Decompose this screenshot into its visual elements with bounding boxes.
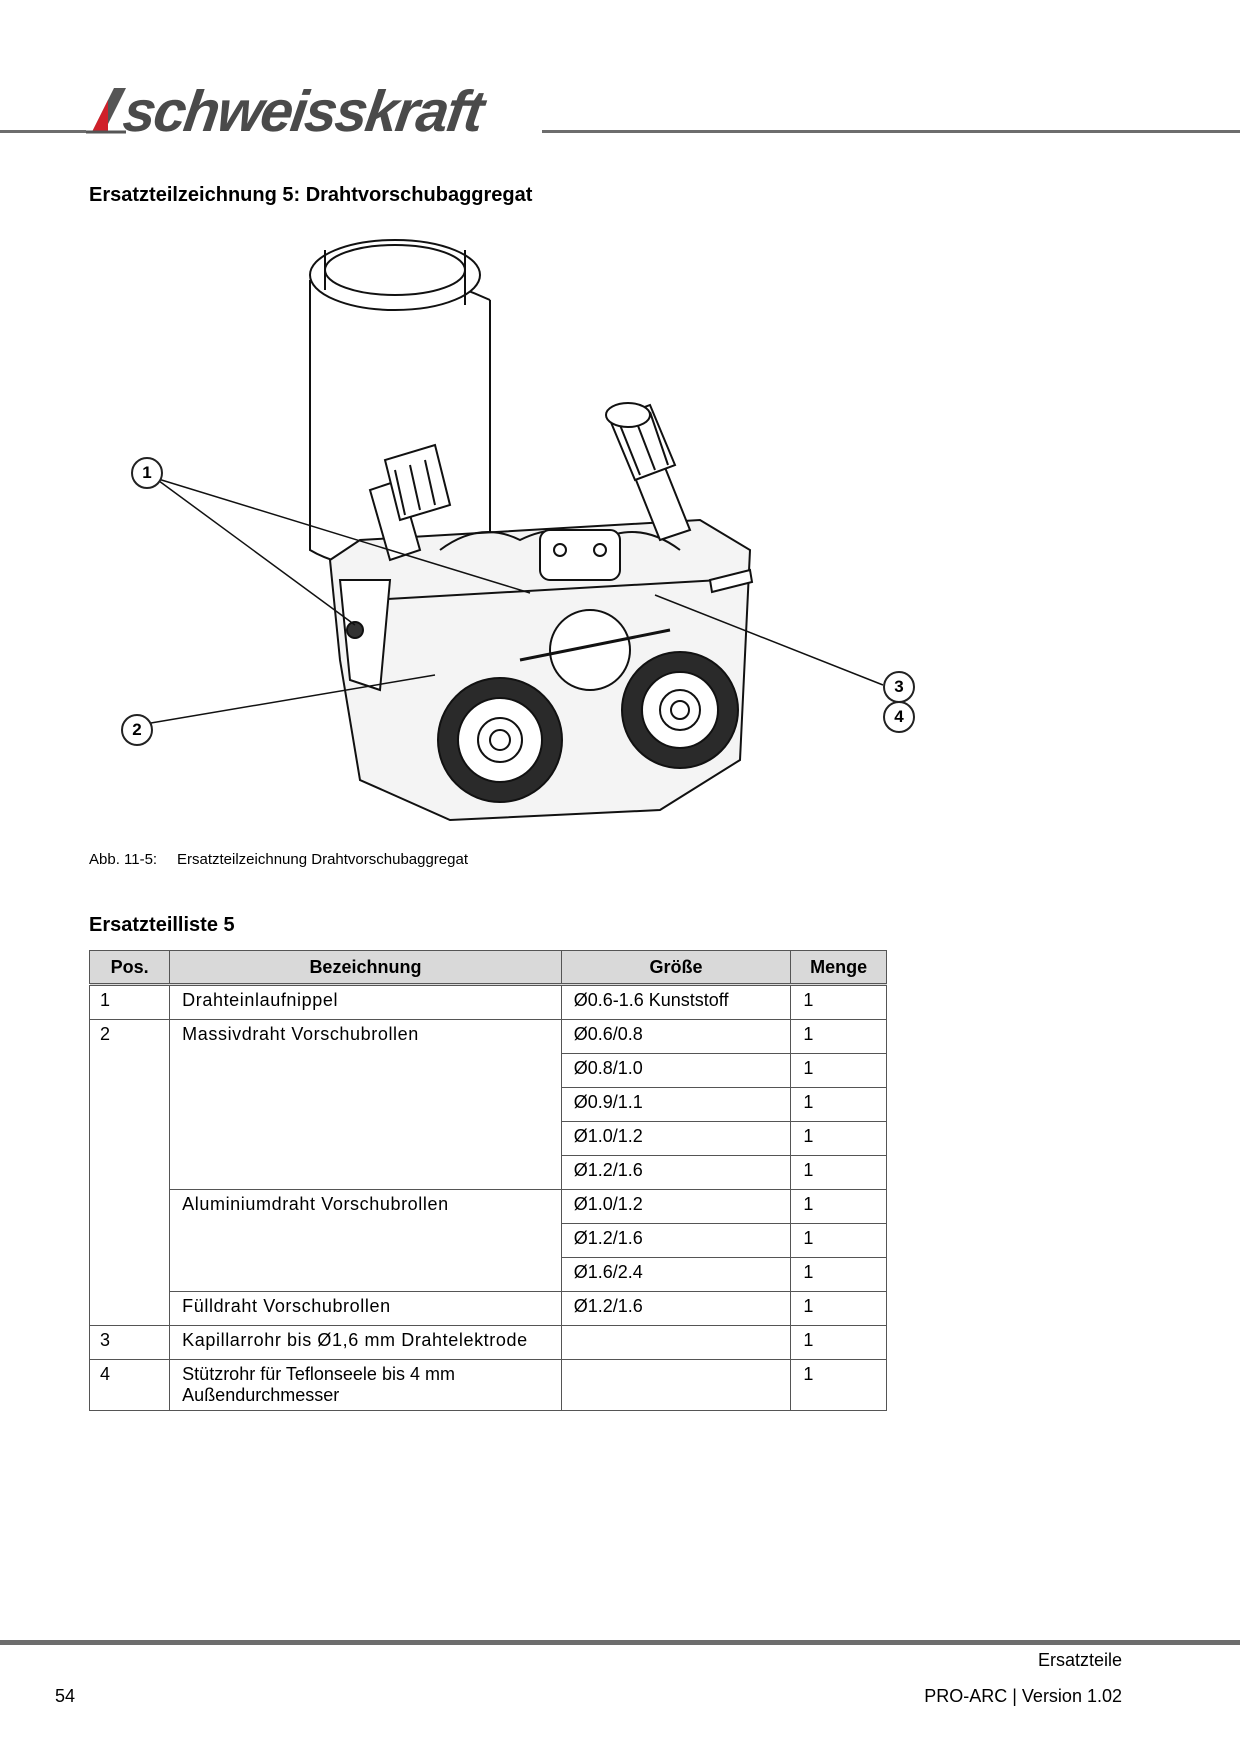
cell-size: Ø1.0/1.2: [560, 1121, 792, 1156]
brand-logo: schweisskraft: [86, 79, 542, 144]
cell-pos: 2: [88, 1019, 171, 1326]
callout-3: 3: [883, 671, 915, 703]
table-row: Ø1.2/1.6 1: [90, 1223, 887, 1258]
table-row: 3 Kapillarrohr bis Ø1,6 mm Drahtelektrod…: [88, 1325, 887, 1360]
cell-description: Stützrohr für Teflonseele bis 4 mm Außen…: [169, 1359, 562, 1411]
table-row: 1 Drahteinlaufnippel Ø0.6-1.6 Kunststoff…: [88, 984, 887, 1020]
caption-number: Abb. 11-5:: [89, 851, 158, 868]
cell-description: Massivdraht Vorschubrollen: [169, 1019, 562, 1190]
table-row: 4 Stützrohr für Teflonseele bis 4 mm Auß…: [88, 1359, 887, 1411]
cell-description: Drahteinlaufnippel: [169, 984, 562, 1020]
column-header-pos: Pos.: [88, 950, 171, 986]
callout-1: 1: [131, 457, 163, 489]
cell-quantity: 1: [790, 1121, 887, 1156]
header-rule: [0, 130, 1240, 133]
logo-mark-icon: [86, 88, 126, 134]
footer-section-name: Ersatzteile: [1037, 1650, 1122, 1670]
page-number: 54: [55, 1686, 76, 1706]
cell-quantity: 1: [790, 1087, 887, 1122]
cell-size: Ø1.2/1.6: [560, 1291, 792, 1326]
parts-table: Pos. Bezeichnung Größe Menge 1 Drahteinl…: [88, 950, 887, 1411]
footer-product-version: PRO-ARC | Version 1.02: [924, 1686, 1122, 1706]
cell-description: Fülldraht Vorschubrollen: [169, 1291, 562, 1326]
cell-quantity: 1: [790, 1257, 887, 1292]
table-row: 2 Massivdraht Vorschubrollen Ø0.6/0.8 1: [88, 1019, 887, 1326]
cell-quantity: 1: [790, 1325, 887, 1360]
cell-size: Ø0.6-1.6 Kunststoff: [560, 984, 792, 1020]
cell-quantity: 1: [790, 984, 887, 1020]
column-header-description: Bezeichnung: [169, 950, 562, 986]
table-row: Aluminiumdraht Vorschubrollen Ø1.0/1.2 1: [90, 1189, 887, 1292]
figure-caption: Abb. 11-5: Ersatzteilzeichnung Drahtvorsc…: [89, 851, 468, 868]
cell-quantity: 1: [790, 1019, 887, 1054]
column-header-size: Größe: [560, 950, 792, 986]
parts-list-title: Ersatzteilliste 5: [89, 914, 235, 936]
cell-quantity: 1: [790, 1053, 887, 1088]
callout-2: 2: [121, 714, 153, 746]
table-row: Ø1.2/1.6 1: [90, 1155, 887, 1190]
table-row: Ø0.8/1.0 1: [90, 1053, 887, 1088]
cell-size: Ø0.6/0.8: [560, 1019, 792, 1054]
cell-size: Ø1.2/1.6: [560, 1223, 792, 1258]
footer-rule: [0, 1640, 1240, 1645]
table-row: Fülldraht Vorschubrollen Ø1.2/1.6 1: [90, 1291, 887, 1326]
cell-pos: 4: [88, 1359, 171, 1411]
cell-size: [560, 1359, 792, 1411]
cell-size: Ø0.9/1.1: [560, 1087, 792, 1122]
cell-size: Ø1.0/1.2: [560, 1189, 792, 1224]
cell-quantity: 1: [790, 1155, 887, 1190]
cell-pos: 3: [88, 1325, 171, 1360]
cell-quantity: 1: [790, 1291, 887, 1326]
table-row: Ø1.6/2.4 1: [90, 1257, 887, 1292]
cell-description: Aluminiumdraht Vorschubrollen: [169, 1189, 562, 1292]
exploded-view-drawing: 1 2 3 4: [100, 220, 1060, 840]
cell-size: Ø1.6/2.4: [560, 1257, 792, 1292]
cell-size: [560, 1325, 792, 1360]
cell-size: Ø1.2/1.6: [560, 1155, 792, 1190]
wire-feeder-drawing: [144, 239, 884, 822]
cell-quantity: 1: [790, 1189, 887, 1224]
cell-pos: 1: [88, 984, 171, 1020]
cell-quantity: 1: [790, 1359, 887, 1411]
table-header-row: Pos. Bezeichnung Größe Menge: [88, 950, 887, 986]
brand-name: schweisskraft: [119, 79, 487, 144]
cell-size: Ø0.8/1.0: [560, 1053, 792, 1088]
section-title: Ersatzteilzeichnung 5: Drahtvorschubaggr…: [89, 184, 533, 206]
callout-4: 4: [883, 701, 915, 733]
caption-text: Ersatzteilzeichnung Drahtvorschubaggrega…: [177, 851, 468, 868]
cell-quantity: 1: [790, 1223, 887, 1258]
cell-description: Kapillarrohr bis Ø1,6 mm Drahtelektrode: [169, 1325, 562, 1360]
table-row: Ø1.0/1.2 1: [90, 1121, 887, 1156]
column-header-quantity: Menge: [790, 950, 887, 986]
